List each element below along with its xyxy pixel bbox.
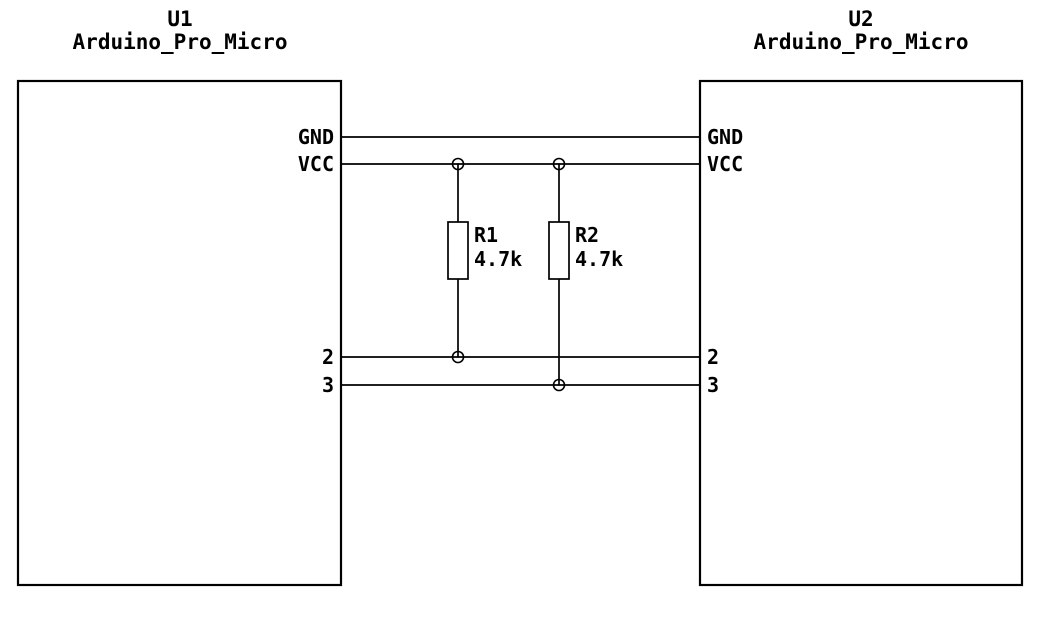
- resistor-r2[interactable]: R2 4.7k: [548, 163, 623, 386]
- u2-pin-label-3: 3: [707, 373, 719, 397]
- component-u1[interactable]: U1 Arduino_Pro_Micro GND VCC 2 3: [16, 7, 343, 587]
- junction-pin2-r1: [451, 350, 465, 364]
- u1-value-label: Arduino_Pro_Micro: [73, 30, 288, 54]
- r2-value-label: 4.7k: [575, 247, 623, 271]
- r1-body[interactable]: [447, 221, 469, 280]
- junction-vcc-r1: [451, 157, 465, 171]
- u1-pin-label-3: 3: [322, 373, 334, 397]
- junction-pin3-r2: [552, 378, 566, 392]
- r2-body[interactable]: [548, 221, 570, 280]
- component-u2[interactable]: U2 Arduino_Pro_Micro GND VCC 2 3: [698, 7, 1024, 587]
- r1-value-label: 4.7k: [474, 247, 522, 271]
- u1-pin-label-gnd: GND: [298, 125, 334, 149]
- u2-reference-label: U2: [848, 7, 873, 31]
- r2-reference-label: R2: [575, 223, 599, 247]
- resistor-r1[interactable]: R1 4.7k: [447, 163, 522, 358]
- u2-value-label: Arduino_Pro_Micro: [754, 30, 969, 54]
- r1-reference-label: R1: [474, 223, 498, 247]
- u1-pin-label-2: 2: [322, 345, 334, 369]
- u2-pin-label-gnd: GND: [707, 125, 743, 149]
- u1-reference-label: U1: [167, 7, 192, 31]
- u1-pin-label-vcc: VCC: [298, 152, 334, 176]
- junction-vcc-r2: [552, 157, 566, 171]
- u2-pin-label-2: 2: [707, 345, 719, 369]
- u2-pin-label-vcc: VCC: [707, 152, 743, 176]
- u1-body[interactable]: [16, 79, 343, 587]
- u2-body[interactable]: [698, 79, 1024, 587]
